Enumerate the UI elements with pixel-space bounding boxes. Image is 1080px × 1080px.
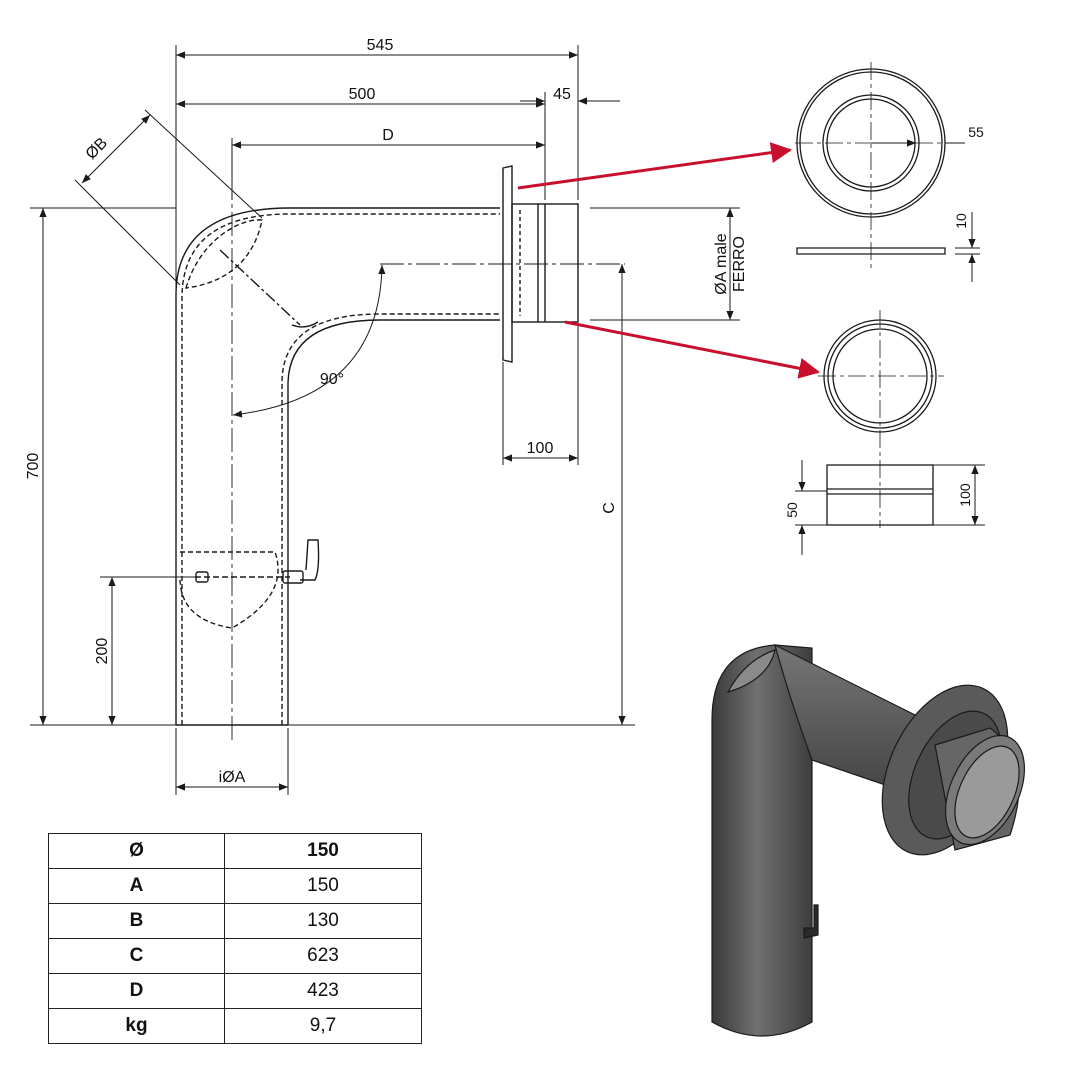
dim-inner-diameter: iØA	[219, 769, 246, 786]
table-row: Ø 150	[48, 833, 422, 869]
socket-side-view	[502, 165, 579, 363]
plate-callout-arrow	[517, 142, 793, 190]
dim-male-diameter: ØA male	[713, 233, 730, 294]
wall-plate-detail	[795, 62, 980, 282]
row-value: 150	[224, 868, 422, 904]
wall-plate-side	[502, 165, 513, 363]
dim-c: C	[601, 502, 618, 514]
dim-200: 200	[94, 638, 111, 665]
dim-ring-100: 100	[957, 483, 973, 507]
door-latch	[300, 539, 320, 581]
inspection-door	[179, 551, 279, 629]
render-door-latch	[803, 904, 819, 939]
elbow-3d-render	[711, 643, 1025, 1037]
row-key: A	[48, 868, 225, 904]
socket-ring-detail	[795, 310, 985, 555]
pipe-inner-dashed	[181, 213, 500, 725]
specification-table: Ø 150 A 150 B 130 C 623 D 423 kg 9,7	[48, 833, 422, 1044]
dim-545: 545	[367, 37, 394, 54]
table-row: B 130	[48, 903, 422, 939]
row-value: 9,7	[224, 1008, 422, 1044]
dim-ring-50: 50	[784, 502, 800, 518]
row-key: kg	[48, 1008, 225, 1044]
row-key: C	[48, 938, 225, 974]
pipe-outer-contour	[175, 207, 500, 725]
row-value: 623	[224, 938, 422, 974]
dimension-labels: 545 500 45 D ØB 700 200 90° 100 C iØA ØA…	[25, 37, 748, 786]
dim-d: D	[382, 127, 394, 144]
dim-700: 700	[25, 453, 42, 480]
table-row: D 423	[48, 973, 422, 1009]
row-value: 423	[224, 973, 422, 1009]
dim-angle: 90°	[320, 371, 344, 388]
row-value: 130	[224, 903, 422, 939]
ring-callout-arrow	[564, 320, 821, 379]
dim-45: 45	[553, 86, 571, 103]
dimension-lines	[30, 45, 740, 795]
cut-ellipse	[185, 219, 263, 289]
dim-ferro: FERRO	[731, 236, 748, 292]
table-row: kg 9,7	[48, 1008, 422, 1044]
dim-55: 55	[968, 124, 984, 140]
table-row: A 150	[48, 868, 422, 904]
plate-profile	[796, 247, 946, 255]
row-value: 150	[224, 833, 422, 869]
row-key: B	[48, 903, 225, 939]
table-row: C 623	[48, 938, 422, 974]
dim-10: 10	[953, 213, 969, 229]
angle-arc	[232, 264, 386, 418]
row-key: D	[48, 973, 225, 1009]
callout-arrows	[517, 142, 821, 379]
dim-500: 500	[349, 86, 376, 103]
elbow-pipe-side-view	[175, 140, 625, 740]
render-horizontal-pipe	[774, 643, 916, 791]
dim-100-socket: 100	[527, 440, 554, 457]
row-key: Ø	[48, 833, 225, 869]
